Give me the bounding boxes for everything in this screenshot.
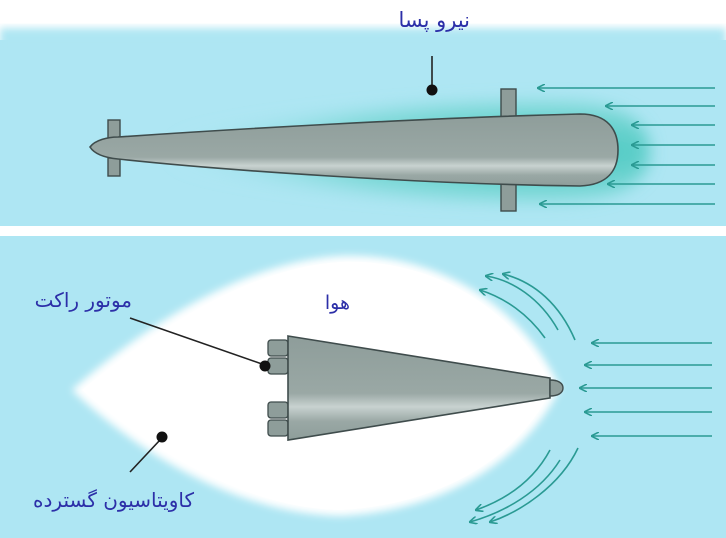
curved-flow-arrow — [490, 447, 579, 522]
top-panel — [0, 28, 726, 226]
cavitator-tip — [549, 379, 564, 397]
rocket-motor-leader-line — [129, 317, 263, 365]
curved-flow-arrow — [476, 449, 551, 510]
bottom-flow-arrows — [580, 343, 712, 436]
supercavitation-leader-line — [129, 439, 161, 473]
deflected-flow-arrows-lower — [470, 447, 579, 522]
top-hull-body — [89, 113, 619, 187]
curved-flow-arrow — [470, 459, 561, 522]
top-water-fade — [0, 28, 726, 50]
drag-leader-dot — [426, 84, 438, 96]
rocket-motor-label: موتور راکت — [34, 288, 132, 312]
torpedo-cone-body — [287, 335, 551, 441]
drag-force-label: نیرو پسا — [398, 8, 470, 32]
top-hull-fin-left-upper — [107, 119, 121, 139]
rocket-motor-leader-dot — [259, 360, 271, 372]
rocket-nozzles — [267, 339, 289, 437]
curved-flow-arrow — [503, 274, 576, 341]
top-hull-fin-left-lower — [107, 157, 121, 177]
nozzle — [267, 339, 289, 357]
deflected-flow-arrows-upper — [480, 274, 576, 341]
curved-flow-arrow — [486, 276, 559, 331]
nozzle — [267, 401, 289, 419]
nozzle — [267, 419, 289, 437]
curved-flow-arrow — [480, 290, 546, 339]
supercavitation-label: کاویتاسیون گسترده — [33, 488, 194, 512]
air-label: هوا — [324, 292, 350, 314]
top-flow-arrows — [538, 88, 715, 204]
bottom-panel — [0, 236, 726, 538]
top-hull-dorsal-fin — [500, 88, 517, 120]
supercavitation-leader-dot — [156, 431, 168, 443]
nozzle — [267, 357, 289, 375]
